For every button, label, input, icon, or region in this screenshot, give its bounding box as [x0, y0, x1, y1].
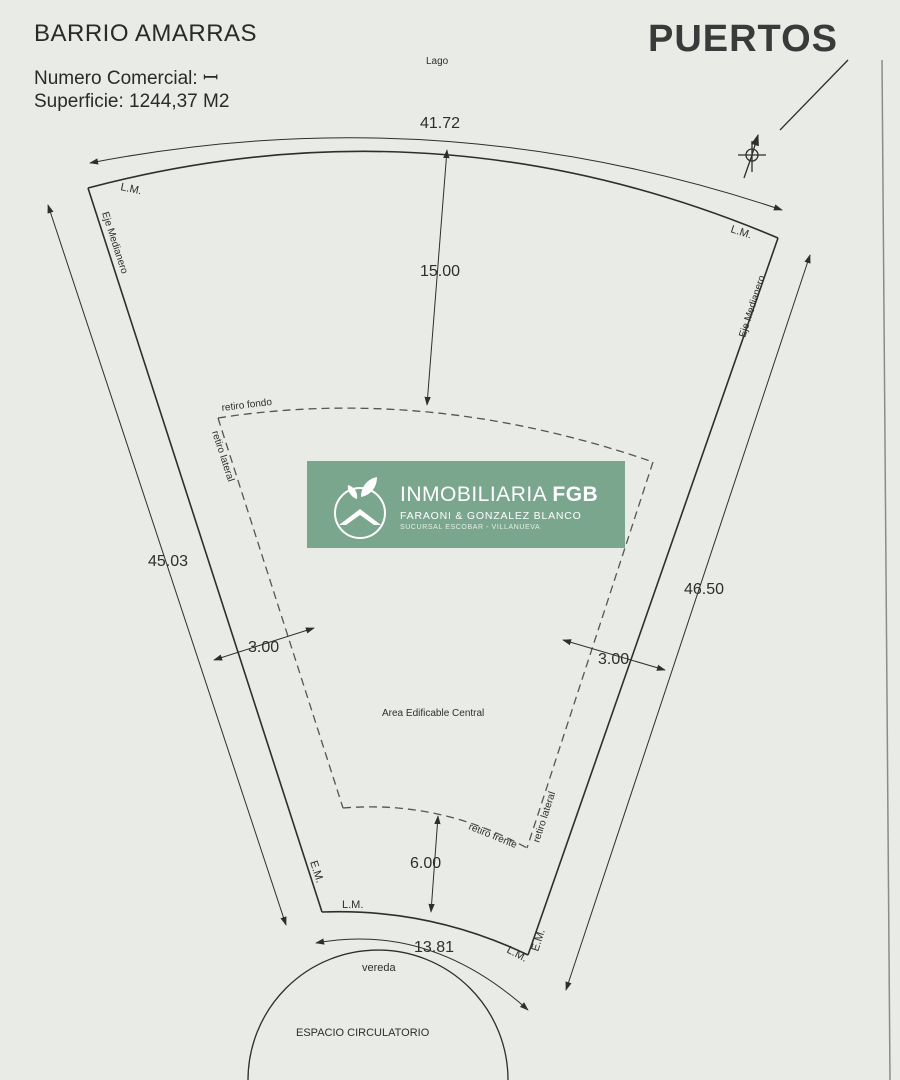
- plan-title: BARRIO AMARRAS: [34, 20, 258, 47]
- dim-right-line: [565, 254, 811, 991]
- retiro-fondo-label: retiro fondo: [221, 397, 273, 414]
- retiro-lateral-left-label: retiro lateral: [209, 430, 236, 484]
- leaf-house-icon: [334, 477, 386, 539]
- lot-right-line: [527, 237, 779, 956]
- lm-bottom-left-label: L.M.: [342, 899, 363, 911]
- dim-back-line: [89, 137, 783, 211]
- eje-right-label: Eje Medianero: [737, 274, 768, 339]
- dim-depth-line: [424, 149, 450, 406]
- lake-label: Lago: [426, 56, 449, 67]
- watermark-title-prefix: INMOBILIARIA: [400, 483, 553, 506]
- em-right-label: E.M.: [529, 928, 547, 953]
- circulation-circle: [247, 949, 509, 1080]
- watermark-title-bold: FGB: [552, 483, 599, 506]
- dim-left-label: 45.03: [148, 553, 188, 570]
- brand-logo: PUERTOS: [647, 18, 838, 60]
- espacio-label: ESPACIO CIRCULATORIO: [296, 1027, 430, 1039]
- dim-right-label: 46.50: [684, 581, 724, 598]
- lot-back-line: [87, 150, 779, 239]
- dim-front-line: [315, 938, 529, 1011]
- dim-setback-right-label: 3.00: [598, 651, 629, 668]
- retiro-frente-label: retiro frente: [467, 822, 519, 852]
- dim-setback-right-line: [562, 639, 666, 671]
- commercial-number: Numero Comercial: ꟷ: [34, 68, 219, 89]
- dim-setback-left-line: [213, 627, 315, 661]
- dim-back-label: 41.72: [420, 115, 460, 132]
- dim-left-line: [47, 204, 287, 926]
- dimension-lines: [47, 137, 811, 1011]
- em-left-label: E.M.: [307, 859, 325, 884]
- watermark-location: SUCURSAL ESCOBAR - VILLANUEVA: [400, 524, 541, 531]
- eje-left-label: Eje Medianero: [99, 211, 130, 276]
- surface-area: Superficie: 1244,37 M2: [34, 91, 230, 112]
- vereda-label: vereda: [362, 962, 397, 974]
- dim-depth-label: 15.00: [420, 263, 460, 280]
- retiro-lateral-right-label: retiro lateral: [531, 790, 558, 844]
- lm-top-left-label: L.M.: [119, 181, 142, 197]
- dim-setback-left-label: 3.00: [248, 639, 279, 656]
- dim-front-setback-line: [428, 815, 441, 913]
- lot-left-line: [87, 187, 323, 913]
- dim-front-setback-label: 6.00: [410, 855, 441, 872]
- watermark-badge: INMOBILIARIA FGB FARAONI & GONZALEZ BLAN…: [307, 461, 625, 548]
- area-label: Area Edificable Central: [382, 708, 484, 719]
- north-arrow-icon: [738, 59, 849, 179]
- dim-front-label: 13.81: [414, 939, 454, 956]
- lm-bottom-right-label: L.M.: [505, 944, 530, 965]
- watermark-title: INMOBILIARIA FGB: [400, 483, 598, 507]
- watermark-subtitle: FARAONI & GONZALEZ BLANCO: [400, 510, 582, 522]
- paper-edge: [881, 59, 891, 1080]
